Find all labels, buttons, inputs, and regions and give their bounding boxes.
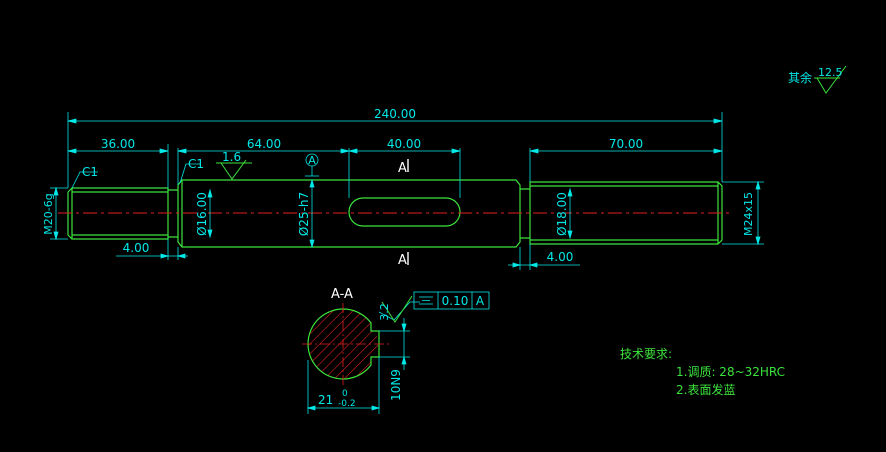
roughness-symbol-main: [216, 159, 252, 180]
section-depth-upper: 0: [342, 389, 348, 399]
section-depth: 21: [318, 393, 333, 407]
tolerance-datum: A: [476, 294, 485, 308]
section-dimensions: [306, 291, 490, 414]
dim-keyway-length: 40.00: [387, 137, 421, 151]
datum-label: A: [308, 154, 316, 167]
dim-right-undercut: 4.00: [547, 250, 574, 264]
dia-right-neck: Ø18.00: [555, 192, 569, 236]
dia-left-thread: M20-6g: [42, 193, 55, 234]
dia-right-thread: M24x15: [742, 192, 755, 236]
section-view: [302, 303, 390, 386]
section-view-title: A-A: [331, 287, 353, 302]
dim-left-section: 36.00: [101, 137, 135, 151]
dim-overall-length: 240.00: [374, 107, 416, 121]
roughness-main-value: 1.6: [222, 150, 241, 164]
dia-neck: Ø16.00: [195, 192, 209, 236]
chamfer-left-label: C1: [82, 165, 98, 179]
notes-line-1: 1.调质: 28~32HRC: [676, 365, 785, 379]
dim-middle-section: 64.00: [247, 137, 281, 151]
roughness-rest-label: 其余: [788, 70, 812, 85]
chamfer-step-label: C1: [188, 157, 204, 171]
roughness-rest-value: 12.5: [818, 66, 843, 79]
dim-left-undercut: 4.00: [123, 241, 150, 255]
tolerance-value: 0.10: [442, 294, 469, 308]
roughness-keyway-value: 3.2: [378, 303, 391, 321]
section-cut-label-top: A: [398, 161, 407, 176]
dia-main: Ø25-h7: [297, 192, 311, 236]
section-cut-label-bottom: A: [398, 253, 407, 268]
notes-title: 技术要求:: [620, 347, 672, 361]
section-key-width: 10N9: [389, 369, 403, 401]
section-depth-lower: -0.2: [338, 399, 356, 409]
roughness-symbol-keyway: [381, 295, 413, 323]
dim-right-section: 70.00: [609, 137, 643, 151]
notes-line-2: 2.表面发蓝: [676, 382, 735, 397]
dimension-lines: [50, 112, 764, 270]
roughness-rest-symbol: [814, 65, 847, 94]
